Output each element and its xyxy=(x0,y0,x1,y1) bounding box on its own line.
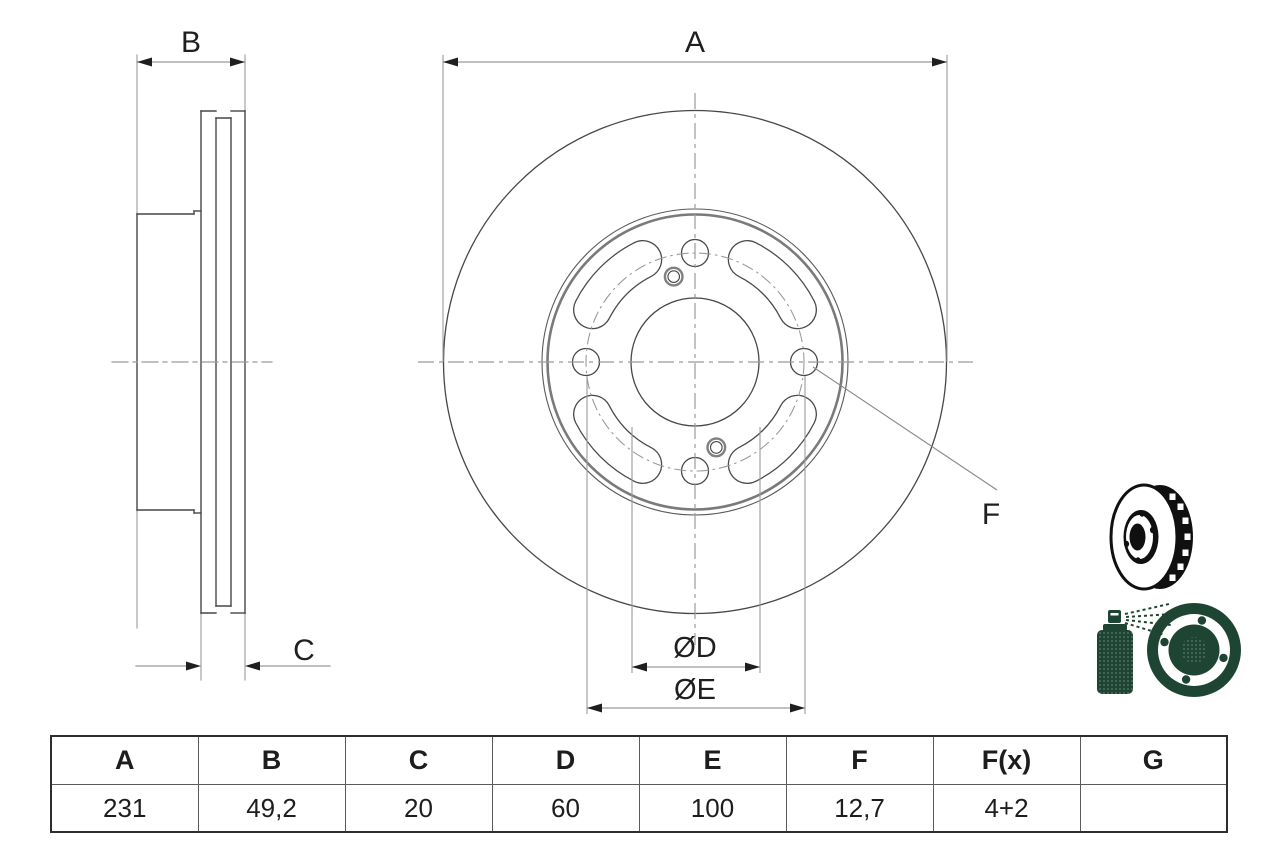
value-A: 231 xyxy=(50,784,199,833)
col-header-B: B xyxy=(197,735,346,785)
value-D: 60 xyxy=(491,784,640,833)
dimension-D: ØD xyxy=(631,427,761,673)
dim-label-C: C xyxy=(293,634,315,667)
arrowhead-right-icon xyxy=(932,57,947,67)
dim-label-B: B xyxy=(181,26,201,59)
col-header-G: G xyxy=(1079,735,1228,785)
side-extension-lines xyxy=(136,54,246,681)
arrowhead-left-icon xyxy=(587,703,602,713)
dimension-B: B xyxy=(136,26,246,67)
front-view: ØD ØE F A xyxy=(418,26,1000,714)
coated-disc-spray-icon xyxy=(1097,603,1241,697)
icon-bolt-holes xyxy=(1160,616,1228,684)
dim-label-F: F xyxy=(982,498,1000,531)
icon-bolt-holes xyxy=(1123,510,1156,564)
dim-label-A: A xyxy=(685,26,705,59)
col-header-Fx: F(x) xyxy=(932,735,1081,785)
spec-table: A B C D E F F(x) G 231 49,2 20 60 100 12… xyxy=(50,735,1228,833)
dim-label-OD: ØD xyxy=(673,632,717,664)
leader-F: F xyxy=(812,366,1000,531)
brake-disc-drawing: B C xyxy=(111,26,1241,714)
value-G xyxy=(1079,784,1228,833)
value-B: 49,2 xyxy=(197,784,346,833)
dimension-C: C xyxy=(135,634,331,671)
dim-label-OE: ØE xyxy=(674,674,716,706)
arrowhead-left-icon xyxy=(443,57,458,67)
spray-lines xyxy=(1124,603,1173,636)
dimension-A: A xyxy=(442,26,948,362)
value-E: 100 xyxy=(638,784,787,833)
arrowhead-right-icon xyxy=(790,703,805,713)
product-icons xyxy=(1097,483,1241,697)
col-header-D: D xyxy=(491,735,640,785)
col-header-A: A xyxy=(50,735,199,785)
vent-slots xyxy=(1169,493,1191,581)
col-header-E: E xyxy=(638,735,787,785)
value-C: 20 xyxy=(344,784,493,833)
arrowhead-right-icon xyxy=(745,662,760,672)
col-header-F: F xyxy=(785,735,934,785)
value-Fx: 4+2 xyxy=(932,784,1081,833)
arrowhead-right-icon xyxy=(230,57,245,67)
spray-can-icon xyxy=(1097,603,1173,694)
arrowhead-left-icon xyxy=(632,662,647,672)
dimension-E: ØE xyxy=(586,376,806,714)
arrowhead-right-icon xyxy=(186,661,201,671)
spec-table-header-row: A B C D E F F(x) G xyxy=(50,735,1228,785)
vented-disc-icon xyxy=(1109,483,1193,591)
col-header-C: C xyxy=(344,735,493,785)
kidney-slots xyxy=(573,240,817,484)
arrowhead-left-icon xyxy=(245,661,260,671)
pin-holes xyxy=(663,266,727,458)
value-F: 12,7 xyxy=(785,784,934,833)
arrowhead-left-icon xyxy=(137,57,152,67)
spec-table-value-row: 231 49,2 20 60 100 12,7 4+2 xyxy=(50,784,1228,833)
side-view: B C xyxy=(111,26,331,681)
